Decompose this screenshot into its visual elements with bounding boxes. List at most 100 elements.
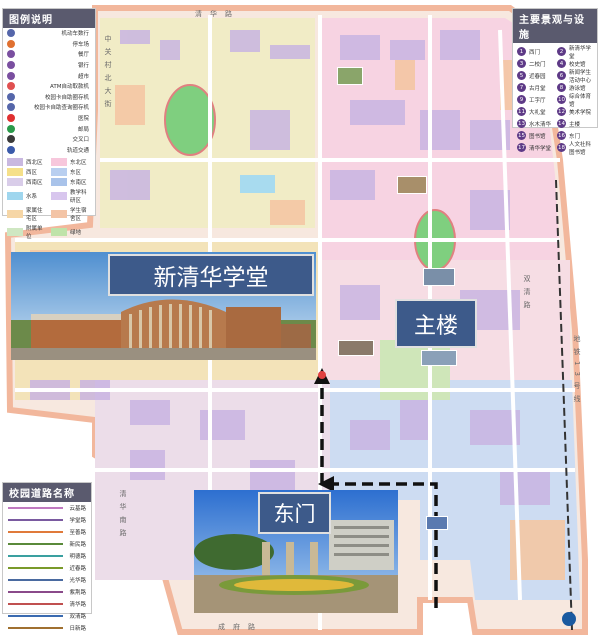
legend-item: 医院 xyxy=(3,113,95,124)
road-legend-item: 明德路 xyxy=(3,550,91,562)
zone-swatch xyxy=(51,168,67,177)
spot-label: 新清华学堂 xyxy=(569,45,592,60)
dongmen-photo xyxy=(194,490,398,613)
xinqinghua-callout: 新清华学堂 xyxy=(108,254,314,296)
road-line-swatch xyxy=(8,591,64,593)
spot-label: 西门 xyxy=(529,49,541,56)
north-road-label: 清华路 xyxy=(195,10,240,18)
route-marker xyxy=(318,371,326,379)
thumbnail-photo-center xyxy=(423,268,455,286)
road-line-swatch xyxy=(8,531,64,533)
east-main-road-label: 双清路 xyxy=(523,275,531,314)
zone-legend-item: 家属住宅区 xyxy=(7,206,47,222)
parking-icon xyxy=(7,29,15,38)
zone-legend-item: 东南区 xyxy=(51,178,91,187)
zone-label: 家属住宅区 xyxy=(26,208,43,223)
road-line-swatch xyxy=(8,579,64,581)
road-line-swatch xyxy=(8,507,64,509)
road-label: 云基路 xyxy=(69,506,86,512)
zone-swatch xyxy=(51,158,67,167)
legend-item: 邮局 xyxy=(3,123,95,134)
subway-icon xyxy=(562,612,576,626)
thumbnail-photo-zhulou xyxy=(338,340,374,356)
road-label: 明德路 xyxy=(69,554,86,560)
spot-label: 新闻学生活动中心 xyxy=(569,69,592,84)
zone-legend-item: 西区 xyxy=(7,168,47,177)
zone-label: 西区 xyxy=(26,170,38,177)
legend-item-label: 超市 xyxy=(77,73,89,80)
zone-swatch xyxy=(51,192,67,201)
road-label: 紫荆路 xyxy=(69,590,86,596)
zone-label: 东区 xyxy=(70,170,82,177)
spot-label: 近春园 xyxy=(529,73,546,80)
spot-number-badge: 4 xyxy=(557,59,566,68)
zone-label: 西南区 xyxy=(26,180,43,187)
spot-number-badge: 7 xyxy=(517,83,526,92)
spot-number-badge: 12 xyxy=(557,107,566,116)
legend-item: 餐厅 xyxy=(3,49,95,60)
zone-legend-item: 西南区 xyxy=(7,178,47,187)
road-legend-item: 新民路 xyxy=(3,538,91,550)
zone-label: 教学科研区 xyxy=(70,190,87,205)
spot-number-badge: 10 xyxy=(557,95,566,104)
road-line-swatch xyxy=(8,615,64,617)
legend-title: 图例说明 xyxy=(3,9,95,28)
zone-label: 绿地 xyxy=(70,230,82,237)
zone-swatch xyxy=(7,228,23,237)
legend-item-label: 校园卡自助圈存机 xyxy=(44,94,89,101)
spot-number-badge: 3 xyxy=(517,59,526,68)
road-line-swatch xyxy=(8,555,64,557)
road-line-swatch xyxy=(8,627,64,629)
road-label: 学堂路 xyxy=(69,518,86,524)
atm-icon xyxy=(7,82,15,91)
spot-number-badge: 18 xyxy=(557,143,566,152)
spot-label: 人文社科图书馆 xyxy=(569,141,592,156)
spots-title: 主要景观与设施 xyxy=(513,9,597,43)
zone-label: 附属单位 xyxy=(26,226,43,241)
road-line-swatch xyxy=(8,603,64,605)
zone-swatch xyxy=(7,178,23,187)
road-line-swatch xyxy=(8,543,64,545)
spot-number-badge: 5 xyxy=(517,71,526,80)
zone-legend-item: 东区 xyxy=(51,168,91,177)
bank-icon xyxy=(7,61,15,70)
thumbnail-photo-north xyxy=(337,67,363,85)
spot-number-badge: 11 xyxy=(517,107,526,116)
legend-item-label: 医院 xyxy=(77,116,89,123)
thumbnail-photo-gate xyxy=(426,516,448,530)
road-label: 清华路 xyxy=(69,602,86,608)
spot-label: 古月堂 xyxy=(529,85,546,92)
spot-label: 主楼 xyxy=(569,121,581,128)
road-label: 近春路 xyxy=(69,566,86,572)
supermarket-icon xyxy=(7,71,15,80)
sports-field xyxy=(164,84,216,156)
legend-item: 停车场 xyxy=(3,39,95,50)
zone-swatch xyxy=(7,210,23,219)
legend-item: ATM自动取款机 xyxy=(3,81,95,92)
zone-swatch xyxy=(7,192,23,201)
spot-label: 工字厅 xyxy=(529,97,546,104)
zone-label: 东南区 xyxy=(70,180,87,187)
spot-label: 美术学院 xyxy=(569,109,592,116)
zone-label: 学生宿舍区 xyxy=(70,208,87,223)
dongmen-callout: 东门 xyxy=(258,492,331,534)
spot-number-badge: 2 xyxy=(557,47,566,56)
road-legend-item: 至善路 xyxy=(3,526,91,538)
restaurant-icon xyxy=(7,50,15,59)
zone-swatch xyxy=(51,228,67,237)
spot-label: 综合体育馆 xyxy=(569,93,592,108)
legend-item: 超市 xyxy=(3,70,95,81)
zone-legend-item: 附属单位 xyxy=(7,224,47,240)
east-road-label: 中关村北大街 xyxy=(104,35,112,113)
